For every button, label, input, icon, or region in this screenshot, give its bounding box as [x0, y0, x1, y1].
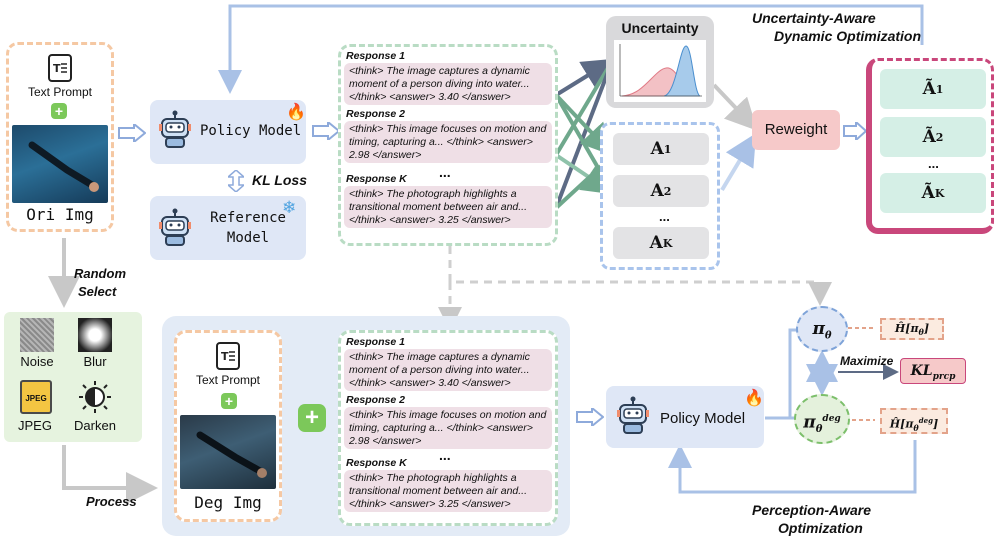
ori-image — [12, 125, 108, 203]
policy-model-bottom: Policy Model 🔥 — [606, 386, 764, 448]
pi-theta-node: πθ — [796, 306, 848, 352]
process-arrow — [62, 445, 158, 504]
perception-aware-label-1: Perception-Aware — [752, 502, 872, 518]
svg-text:T: T — [53, 62, 61, 75]
feedback-arrow-bottom — [668, 440, 917, 494]
response-k-title: Response K — [346, 173, 407, 185]
degradation-panel: Noise Blur JPEG JPEG Darken — [4, 312, 142, 442]
ellipsis: ... — [439, 164, 451, 180]
deg-input-panel: T Text Prompt + Deg Img — [174, 330, 282, 522]
jpeg-label: JPEG — [18, 418, 52, 433]
arrow-right-4 — [576, 408, 604, 426]
pi-theta-deg-node: πθdeg — [794, 394, 850, 444]
entropy-pi-theta-deg-box: Ĥ[πθdeg] — [880, 408, 948, 434]
blur-label: Blur — [83, 354, 107, 369]
deg-img-label: Deg Img — [194, 493, 262, 512]
robot-icon — [617, 396, 649, 434]
uncertainty-title: Uncertainty — [621, 20, 699, 36]
ellipsis: ... — [928, 156, 939, 171]
kl-double-arrow — [228, 170, 244, 192]
ellipsis: ... — [439, 447, 451, 463]
kl-prcp-box: KLprcp — [900, 358, 966, 384]
response-k-text: <think> The photograph highlights a tran… — [344, 186, 552, 228]
ori-input-panel: T Text Prompt + Ori Img — [6, 42, 114, 232]
noise-icon — [20, 318, 54, 352]
response-2-text: <think> This image focuses on motion and… — [344, 121, 552, 163]
plus-icon: + — [51, 103, 67, 119]
response-2-title: Response 2 — [346, 108, 405, 120]
ori-img-label: Ori Img — [26, 205, 94, 224]
uncertainty-panel: Uncertainty — [606, 16, 714, 108]
text-prompt-label: Text Prompt — [27, 85, 93, 99]
response-1-title: Response 1 — [346, 336, 405, 348]
deg-image — [180, 415, 276, 489]
ellipsis: ... — [659, 209, 670, 224]
response-2-title: Response 2 — [346, 394, 405, 406]
document-icon: T — [216, 342, 240, 370]
combine-plus-icon: + — [298, 404, 326, 432]
noise-label: Noise — [20, 354, 54, 369]
text-prompt-label: Text Prompt — [195, 373, 261, 387]
arrow-right-3 — [843, 122, 867, 140]
uncertainty-plot — [614, 40, 706, 102]
response-k-title: Response K — [346, 457, 407, 469]
dashed-link-arrow — [448, 246, 832, 306]
response-1-title: Response 1 — [346, 50, 405, 62]
random-select-label-1: Random — [74, 266, 126, 281]
policy-model-bottom-label: Policy Model — [660, 410, 746, 427]
jpeg-icon: JPEG — [20, 380, 52, 414]
document-icon: T — [48, 54, 72, 82]
reference-model-label-1: Reference — [210, 210, 286, 226]
feedback-arrow-top — [218, 4, 924, 94]
responses-top-panel: Response 1 <think> The image captures a … — [338, 44, 558, 246]
perception-aware-label-2: Optimization — [778, 520, 863, 536]
reweight-box: Reweight — [752, 110, 840, 150]
arrow-right-2 — [312, 122, 340, 140]
response-2-text: <think> This image focuses on motion and… — [344, 407, 552, 449]
robot-icon — [159, 110, 191, 148]
policy-model-top: Policy Model 🔥 — [150, 100, 306, 164]
kl-loss-label: KL Loss — [252, 172, 307, 188]
arrow-right-1 — [118, 124, 146, 142]
response-1-text: <think> The image captures a dynamic mom… — [344, 349, 552, 391]
uncertainty-aware-label-1: Uncertainty-Aware — [752, 10, 876, 26]
darken-label: Darken — [74, 418, 116, 433]
uncertainty-aware-label-2: Dynamic Optimization — [774, 28, 922, 44]
reference-model: Reference Model ❄ — [150, 196, 306, 260]
maximize-label: Maximize — [840, 354, 894, 368]
svg-text:T: T — [221, 350, 229, 363]
entropy-pi-theta-box: Ĥ[πθ] — [880, 318, 944, 340]
response-1-text: <think> The image captures a dynamic mom… — [344, 63, 552, 105]
darken-icon — [79, 381, 111, 413]
responses-bottom-panel: Response 1 <think> The image captures a … — [338, 330, 558, 526]
reference-model-label-2: Model — [226, 230, 270, 246]
response-k-text: <think> The photograph highlights a tran… — [344, 470, 552, 512]
robot-icon — [159, 208, 191, 246]
plus-icon: + — [221, 393, 237, 409]
fire-icon: 🔥 — [286, 104, 306, 121]
blur-icon — [78, 318, 112, 352]
snowflake-icon: ❄ — [282, 198, 297, 217]
random-select-label-2: Select — [78, 284, 117, 299]
process-label: Process — [86, 494, 137, 509]
policy-model-top-label: Policy Model — [200, 123, 302, 139]
fire-icon: 🔥 — [744, 390, 764, 407]
